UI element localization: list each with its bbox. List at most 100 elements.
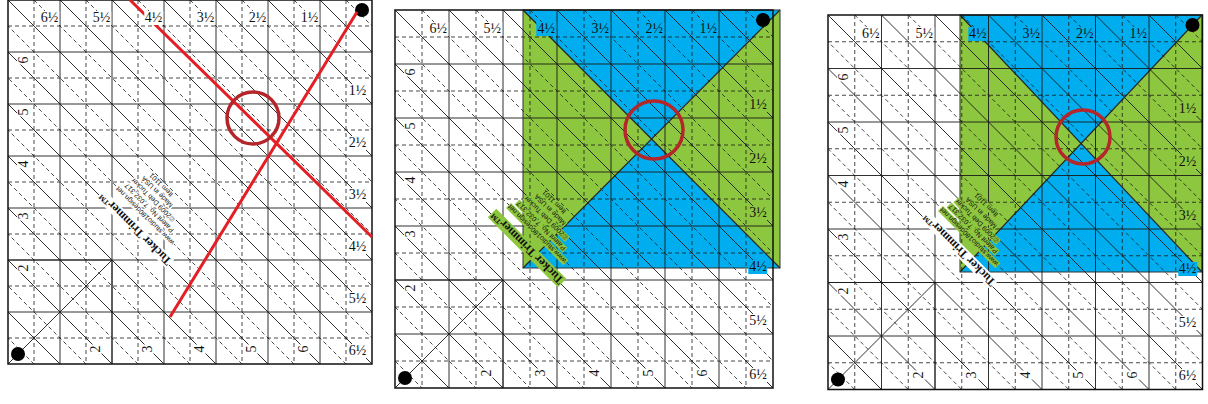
diagonal-line [1015,15,1202,390]
diagonal-line [746,10,773,388]
diagonal-line [989,15,1203,390]
ruler-number: 1½ [748,98,768,112]
ruler-number: 4 [588,368,602,377]
ruler-number: 6½ [748,368,768,382]
ruler-number: 3½ [1178,209,1198,223]
ruler-number: 5 [1072,370,1086,379]
diagonal-line [320,0,372,364]
diagonal-line [8,0,34,364]
ruler-number: 6 [297,345,311,354]
ruler-number: 6½ [428,22,448,36]
diagonal-line [530,10,773,388]
diagonal-line [395,10,665,388]
corner-line [503,280,504,388]
diagonal-line [1096,15,1203,390]
grid-line [112,0,113,364]
ruler-number: 4½ [348,240,368,254]
diagonal-line [828,15,908,390]
diagonal-line [828,15,1096,390]
grid-line [320,0,321,364]
ruler-number: 6½ [40,11,60,25]
ruler-number: 1½ [1129,27,1149,41]
ruler-number: 4 [17,159,31,168]
ruler-number: 4½ [536,22,556,36]
ruler-number: 4 [1019,370,1033,379]
ruler-number: 2 [837,286,851,295]
ruler-number: 1½ [1178,102,1198,116]
diagonal-line [692,10,773,388]
ruler-number: 6 [404,68,418,77]
diagonal-line [935,15,1203,390]
diagonal-line [882,15,1203,390]
fabric-triangle [652,10,781,268]
diagonal-line [828,15,1176,390]
diagonal-line [908,15,1202,390]
ruler-number: 3½ [590,22,610,36]
ruler-number: 5 [837,126,851,135]
diagonal-line [346,0,372,364]
diagonal-line [1176,15,1203,390]
ruler-number: 5 [404,122,418,131]
diagonal-line [164,0,372,364]
diagonal-line [395,10,638,388]
diagonal-line [190,0,372,364]
diagonal-line [584,10,773,388]
ruler-number: 3½ [1022,27,1042,41]
grid-line [828,336,1203,337]
ruler-body [828,15,1203,390]
diagonal-line [557,10,773,388]
diagonal-line [86,0,372,364]
ruler-number: 2 [17,263,31,272]
corner-dot [1186,18,1200,32]
ruler-number: 4½ [748,260,768,274]
ruler-number: 3 [404,230,418,239]
fabric-triangle [1081,15,1202,272]
ruler-number: 2 [89,345,103,354]
corner-line [112,260,113,364]
diagonal-line [962,15,1203,390]
diagonal-line [1122,15,1202,390]
diagonal-line [828,15,1149,390]
ruler-number: 5½ [92,11,112,25]
grid-line [1042,15,1043,390]
ruler-number: 3 [534,368,548,377]
diagonal-line [268,0,372,364]
red-guide-line [130,0,372,237]
corner-line [935,283,936,390]
corner-diagonal [8,260,112,364]
center-circle [1056,110,1110,164]
diagonal-line [828,15,855,390]
diagonal-line [828,15,1122,390]
ruler-number: 5 [245,345,259,354]
red-guide-line [170,12,357,317]
grid-line [1095,15,1096,390]
ruler-number: 2½ [748,152,768,166]
diagonal-line [395,10,746,388]
diagonal-line [828,15,962,390]
diagonal-line [8,0,190,364]
ruler-number: 4½ [144,11,164,25]
diagonal-line [395,10,530,388]
grid-line [395,226,773,227]
ruler-number: 1½ [300,11,320,25]
diagonal-line [294,0,372,364]
diagonal-line [828,15,935,390]
ruler-number: 4 [837,179,851,188]
diagonal-line [395,10,692,388]
ruler-number: 6 [17,55,31,64]
diagonal-line [395,10,422,388]
corner-line [395,280,503,281]
ruler-number: 4½ [1178,262,1198,276]
diagonal-line [638,10,773,388]
ruler-number: 5½ [482,22,502,36]
ruler-number: 5½ [748,314,768,328]
ruler-number: 5½ [1178,316,1198,330]
diagonal-line [8,0,112,364]
ruler-number: 6½ [348,344,368,358]
corner-line [828,282,935,283]
ruler-number: 2½ [1178,155,1198,169]
center-circle [625,101,683,159]
ruler-number: 2 [480,368,494,377]
